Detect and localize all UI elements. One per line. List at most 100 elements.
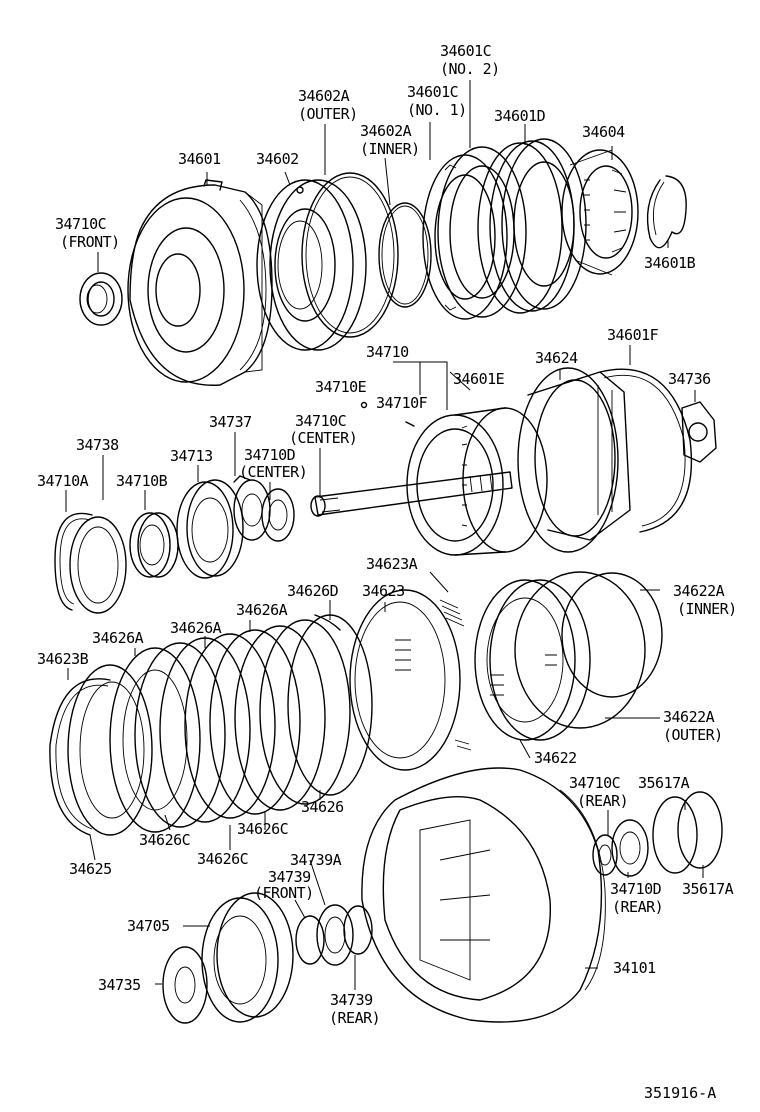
label-34735: 34735 — [98, 976, 141, 994]
label-34710b: 34710B — [116, 472, 168, 490]
part-34622-piston — [474, 579, 591, 741]
part-34623a-springs — [439, 599, 472, 751]
label-34601c-no1: 34601C — [407, 83, 458, 101]
label-34710c-front: 34710C — [55, 215, 106, 233]
label-35617a-top: 35617A — [638, 774, 690, 792]
part-34602a-inner-oring — [378, 202, 432, 308]
label-34101: 34101 — [613, 959, 656, 977]
part-34623b-snap-ring — [49, 678, 111, 836]
part-34101-case — [361, 767, 606, 1023]
part-34710f-pin — [405, 421, 415, 427]
label-34623b: 34623B — [37, 650, 89, 668]
part-34710a-snap-ring — [54, 512, 93, 611]
label-34710d-rear: 34710D — [610, 880, 662, 898]
part-34705-hub — [201, 892, 294, 1023]
label-34601f: 34601F — [607, 326, 659, 344]
part-34601f-snap-ring — [599, 368, 693, 533]
label-34601: 34601 — [178, 150, 221, 168]
label-34739-rear-qualifier: (REAR) — [329, 1009, 380, 1027]
label-34623: 34623 — [362, 582, 405, 600]
figure-reference-number: 351916-A — [644, 1084, 716, 1102]
part-34710e-ball — [360, 401, 368, 409]
label-34624: 34624 — [535, 349, 578, 367]
label-34739-rear: 34739 — [330, 991, 373, 1009]
label-34710d-center-qualifier: (CENTER) — [239, 463, 307, 481]
part-34710d-center-bearing — [261, 488, 295, 542]
label-34710a: 34710A — [37, 472, 89, 490]
part-34738-gear — [69, 516, 127, 614]
label-34601c-no2: 34601C — [440, 42, 491, 60]
label-34710c-center: 34710C — [295, 412, 346, 430]
part-34710d-rear-bearing — [611, 819, 649, 877]
label-34705: 34705 — [127, 917, 170, 935]
label-34710e: 34710E — [315, 378, 367, 396]
part-34739a-bearing — [316, 904, 354, 966]
label-34602a-outer: 34602A — [298, 87, 350, 105]
label-34623a: 34623A — [366, 555, 418, 573]
label-34602: 34602 — [256, 150, 299, 168]
label-34622a-outer: 34622A — [663, 708, 715, 726]
label-34739-front: 34739 — [268, 868, 311, 886]
part-35617a-rings — [652, 791, 723, 874]
label-34622a-inner-qualifier: (INNER) — [677, 600, 737, 618]
label-34626c-1: 34626C — [139, 831, 190, 849]
label-34739a: 34739A — [290, 851, 342, 869]
part-34710-shaft — [310, 471, 513, 517]
leader-lines — [65, 80, 704, 990]
label-34601c-no1-qualifier: (NO. 1) — [407, 101, 467, 119]
part-34710b-clutch — [129, 512, 179, 578]
label-34736: 34736 — [668, 370, 711, 388]
label-34710c-rear-qualifier: (REAR) — [577, 792, 628, 810]
label-34710d-rear-qualifier: (REAR) — [612, 898, 663, 916]
part-34710c-front-seal — [79, 272, 123, 326]
label-34710c-center-qualifier: (CENTER) — [289, 429, 357, 447]
label-34601b: 34601B — [644, 254, 696, 272]
label-34626a-1: 34626A — [92, 629, 144, 647]
label-34626d: 34626D — [287, 582, 339, 600]
label-34601d: 34601D — [494, 107, 546, 125]
label-34622a-inner: 34622A — [673, 582, 725, 600]
label-34604: 34604 — [582, 123, 625, 141]
part-34713-gear — [176, 479, 244, 579]
label-35617a-bottom: 35617A — [682, 880, 734, 898]
label-34739-front-qualifier: (FRONT) — [254, 884, 314, 902]
part-34739-front-race — [295, 915, 325, 965]
part-34622a-outer-seal — [514, 571, 646, 729]
label-34625: 34625 — [69, 860, 112, 878]
label-34601e: 34601E — [453, 370, 505, 388]
label-34626a-3: 34626A — [236, 601, 288, 619]
part-34623-ring — [349, 589, 461, 771]
label-34710d-center: 34710D — [244, 446, 296, 464]
part-34601-drum — [127, 179, 273, 386]
label-34737: 34737 — [209, 413, 252, 431]
label-34738: 34738 — [76, 436, 119, 454]
label-34710c-rear: 34710C — [569, 774, 620, 792]
part-34736-washer — [681, 401, 717, 463]
label-34622: 34622 — [534, 749, 577, 767]
part-34739-rear-race — [343, 905, 373, 955]
part-34625-plate — [67, 664, 153, 836]
part-34624-carrier — [517, 367, 631, 553]
part-34601d-discs — [477, 138, 587, 314]
part-34710c-rear-seal — [592, 834, 618, 876]
part-34604-spring-retainer — [561, 149, 639, 276]
part-34626-clutch-pack — [109, 614, 373, 833]
part-34602a-outer-oring — [301, 172, 399, 338]
part-34735-washer — [162, 946, 208, 1024]
label-34626c-3: 34626C — [197, 850, 248, 868]
label-34626a-2: 34626A — [170, 619, 222, 637]
part-34601e-ring-gear — [406, 407, 548, 556]
label-34713: 34713 — [170, 447, 213, 465]
part-34601b-snap-ring — [646, 175, 687, 249]
label-34602a-outer-qualifier: (OUTER) — [298, 105, 358, 123]
label-34622a-outer-qualifier: (OUTER) — [663, 726, 723, 744]
part-34622a-inner-seal — [561, 572, 663, 698]
label-34626c-2: 34626C — [237, 820, 288, 838]
label-34601c-no2-qualifier: (NO. 2) — [440, 60, 500, 78]
label-34626: 34626 — [301, 798, 344, 816]
label-34710: 34710 — [366, 343, 409, 361]
label-34710c-front-qualifier: (FRONT) — [60, 233, 120, 251]
label-34602a-inner-qualifier: (INNER) — [360, 140, 420, 158]
label-34710f: 34710F — [376, 394, 428, 412]
